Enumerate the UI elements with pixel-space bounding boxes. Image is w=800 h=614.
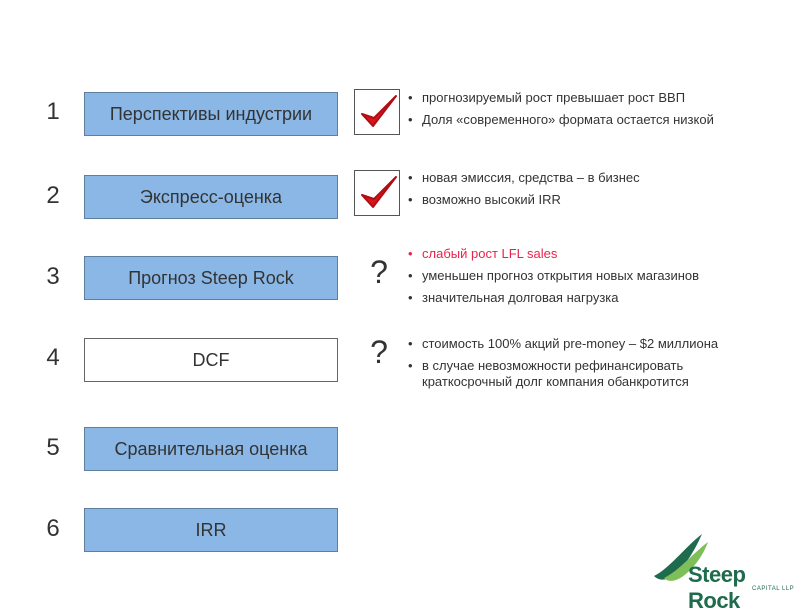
step-number-6: 6 — [46, 515, 60, 542]
steep-rock-logo-icon — [654, 534, 708, 581]
note-item: уменьшен прогноз открытия новых магазино… — [408, 268, 788, 284]
step-box-irr: IRR — [84, 508, 338, 552]
notes-step-1: прогнозируемый рост превышает рост ВВП Д… — [408, 90, 788, 134]
notes-step-3: слабый рост LFL sales уменьшен прогноз о… — [408, 246, 788, 312]
note-item: Доля «современного» формата остается низ… — [408, 112, 788, 128]
step-box-comparative-valuation: Сравнительная оценка — [84, 427, 338, 471]
checkmark-icon — [361, 176, 397, 208]
step-box-steep-rock-forecast: Прогноз Steep Rock — [84, 256, 338, 300]
step-number-5: 5 — [46, 434, 60, 461]
check-box-1 — [354, 89, 400, 135]
note-item-highlight: слабый рост LFL sales — [408, 246, 788, 262]
step-box-dcf: DCF — [84, 338, 338, 382]
question-mark-4: ? — [370, 334, 388, 370]
step-number-3: 3 — [46, 263, 60, 290]
step-number-4: 4 — [46, 344, 60, 371]
notes-step-4: стоимость 100% акций pre-money – $2 милл… — [408, 336, 788, 396]
step-number-2: 2 — [46, 182, 60, 209]
check-box-2 — [354, 170, 400, 216]
step-number-1: 1 — [46, 98, 60, 125]
note-item: возможно высокий IRR — [408, 192, 788, 208]
question-mark-3: ? — [370, 254, 388, 290]
note-item: стоимость 100% акций pre-money – $2 милл… — [408, 336, 722, 352]
note-item: значительная долговая нагрузка — [408, 290, 788, 306]
checkmark-icon — [361, 95, 397, 127]
step-box-industry-outlook: Перспективы индустрии — [84, 92, 338, 136]
logo-subtitle: CAPITAL LLP — [752, 586, 795, 592]
step-box-express-valuation: Экспресс-оценка — [84, 175, 338, 219]
note-item: в случае невозможности рефинансировать к… — [408, 358, 767, 390]
note-item: новая эмиссия, средства – в бизнес — [408, 170, 788, 186]
notes-step-2: новая эмиссия, средства – в бизнес возмо… — [408, 170, 788, 214]
note-item: прогнозируемый рост превышает рост ВВП — [408, 90, 788, 106]
